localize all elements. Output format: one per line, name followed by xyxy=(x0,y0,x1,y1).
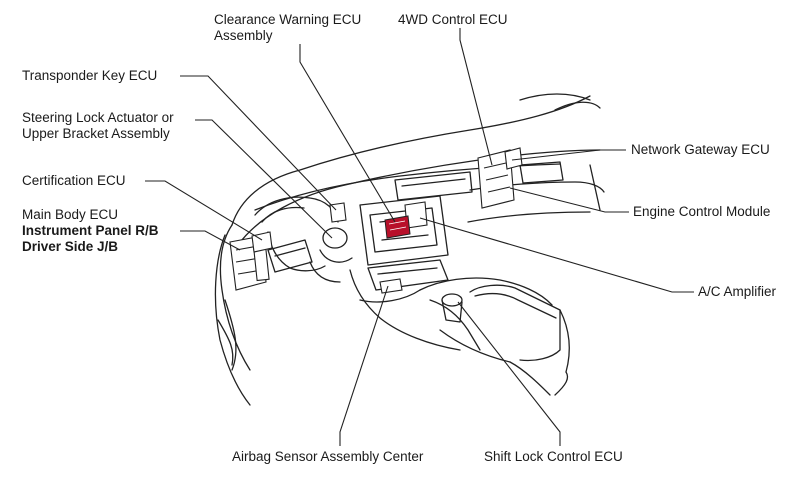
network-gateway-ecu-label: Network Gateway ECU xyxy=(631,142,770,157)
steering-lock-actuator-label: Steering Lock Actuator or Upper Bracket … xyxy=(22,110,174,142)
clearance-warning-ecu-line2: Assembly xyxy=(214,28,273,43)
engine-control-module-label: Engine Control Module xyxy=(633,204,771,219)
clearance-warning-ecu-line1: Clearance Warning ECU xyxy=(214,12,362,27)
steering-lock-actuator-line1: Steering Lock Actuator or xyxy=(22,110,174,125)
main-body-ecu-label: Main Body ECU xyxy=(22,207,119,222)
steering-lock-actuator-line2: Upper Bracket Assembly xyxy=(22,126,170,141)
airbag-sensor-assembly-center-label: Airbag Sensor Assembly Center xyxy=(232,449,424,464)
instrument-panel-rb-label: Instrument Panel R/B xyxy=(22,223,159,238)
clearance-warning-ecu-highlight xyxy=(384,215,411,239)
driver-side-jb-label: Driver Side J/B xyxy=(22,239,119,254)
transponder-key-ecu-label: Transponder Key ECU xyxy=(22,68,158,83)
certification-ecu-label: Certification ECU xyxy=(22,173,126,188)
4wd-control-ecu-label: 4WD Control ECU xyxy=(398,12,508,27)
clearance-warning-ecu-label: Clearance Warning ECU Assembly xyxy=(214,12,361,44)
shift-lock-control-ecu-label: Shift Lock Control ECU xyxy=(484,449,623,464)
ac-amplifier-label: A/C Amplifier xyxy=(698,284,777,299)
